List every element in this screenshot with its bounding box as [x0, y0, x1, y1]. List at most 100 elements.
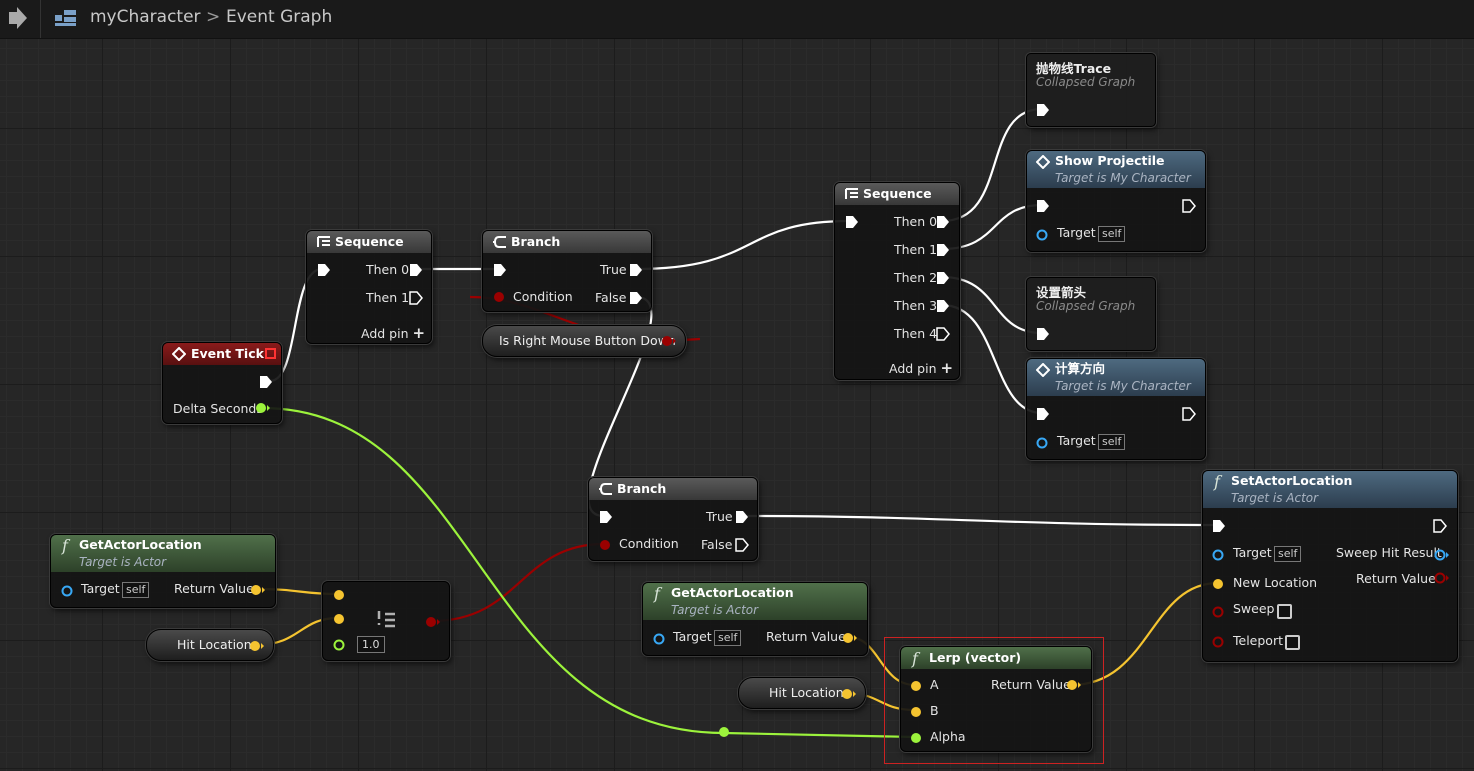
self-default: self [122, 582, 150, 598]
float-input-pin[interactable] [333, 639, 347, 651]
sweep-checkbox[interactable] [1277, 604, 1292, 619]
true-label: True [600, 262, 627, 277]
vector-input-pin[interactable] [910, 680, 924, 692]
get-actor-location-node-1[interactable]: f GetActorLocation Target is Actor Targe… [50, 534, 276, 608]
bool-input-pin[interactable] [1212, 606, 1226, 618]
event-tick-node[interactable]: Event Tick Delta Seconds [162, 342, 282, 424]
vector-input-pin[interactable] [333, 589, 347, 601]
is-right-mouse-button-down-node[interactable]: Is Right Mouse Button Down [482, 325, 686, 357]
variable-label: Hit Location [177, 637, 252, 652]
plus-icon: + [412, 324, 426, 342]
float-input-pin[interactable] [910, 732, 924, 744]
not-equal-vector-node[interactable]: 1.0 [322, 581, 450, 661]
get-actor-location-node-2[interactable]: f GetActorLocation Target is Actor Targe… [642, 582, 868, 656]
target-label: Target [1057, 225, 1096, 240]
exec-output-pin[interactable] [1182, 407, 1196, 421]
lerp-vector-node[interactable]: f Lerp (vector) A Return Value B Alpha [900, 646, 1092, 752]
hit-location-variable-node-1[interactable]: Hit Location [146, 629, 274, 661]
object-input-pin[interactable] [1036, 437, 1050, 449]
exec-input-pin[interactable] [1212, 519, 1226, 533]
bool-wire [431, 542, 605, 623]
branch-node-1[interactable]: Branch True Condition False [482, 230, 652, 312]
node-title: Event Tick [191, 346, 264, 361]
parabola-trace-collapsed-node[interactable]: 抛物线Trace Collapsed Graph [1026, 53, 1156, 127]
vector-input-pin[interactable] [333, 613, 347, 625]
node-title: 设置箭头 [1036, 285, 1087, 300]
back-button[interactable] [0, 0, 41, 38]
self-default: self [1098, 226, 1126, 242]
return-value-label: Return Value [174, 581, 254, 596]
variable-label: Hit Location [769, 685, 844, 700]
exec-output-pin[interactable] [629, 263, 643, 277]
exec-output-pin[interactable] [409, 263, 423, 277]
exec-output-pin[interactable] [936, 327, 950, 341]
object-input-pin[interactable] [1036, 229, 1050, 241]
teleport-checkbox[interactable] [1285, 635, 1300, 650]
graph-name[interactable]: Event Graph [226, 7, 333, 27]
exec-output-pin[interactable] [409, 291, 423, 305]
exec-output-pin[interactable] [936, 271, 950, 285]
float-output-pin[interactable] [255, 402, 271, 414]
node-header: Branch [483, 231, 651, 253]
sequence-node-2[interactable]: Sequence Then 0 Then 1 Then 2 Then 3 The… [834, 182, 960, 380]
bool-input-pin[interactable] [493, 291, 507, 303]
object-input-pin[interactable] [653, 633, 667, 645]
node-subtitle: Target is My Character [1055, 171, 1191, 185]
tolerance-field[interactable]: 1.0 [357, 636, 385, 653]
exec-input-pin[interactable] [1036, 327, 1050, 341]
exec-output-pin[interactable] [629, 291, 643, 305]
vector-input-pin[interactable] [910, 706, 924, 718]
exec-input-pin[interactable] [493, 263, 507, 277]
struct-output-pin[interactable] [1434, 549, 1450, 561]
branch-node-2[interactable]: Branch True Condition False [588, 477, 758, 561]
bool-output-pin[interactable] [661, 335, 677, 347]
add-pin-button[interactable]: Add pin + [889, 359, 953, 377]
exec-output-pin[interactable] [1433, 519, 1447, 533]
then3-label: Then 3 [894, 298, 938, 313]
calc-direction-node[interactable]: 计算方向 Target is My Character Target self [1026, 358, 1206, 460]
sequence-node-1[interactable]: Sequence Then 0 Then 1 Add pin + [306, 230, 432, 344]
vector-output-pin[interactable] [249, 640, 265, 652]
exec-input-pin[interactable] [1036, 407, 1050, 421]
node-header: f GetActorLocation Target is Actor [51, 535, 275, 572]
vector-input-pin[interactable] [1212, 578, 1226, 590]
exec-wire [941, 107, 1043, 223]
exec-output-pin[interactable] [936, 215, 950, 229]
target-label: Target [673, 629, 712, 644]
exec-output-pin[interactable] [735, 510, 749, 524]
vector-output-pin[interactable] [250, 584, 266, 596]
b-label: B [930, 703, 939, 718]
object-input-pin[interactable] [1212, 549, 1226, 561]
exec-input-pin[interactable] [845, 215, 859, 229]
a-label: A [930, 677, 939, 692]
exec-input-pin[interactable] [1036, 103, 1050, 117]
self-default: self [714, 630, 742, 646]
sweep-hit-result-label: Sweep Hit Result [1336, 545, 1442, 560]
exec-input-pin[interactable] [599, 510, 613, 524]
show-projectile-node[interactable]: Show Projectile Target is My Character T… [1026, 150, 1206, 252]
exec-output-pin[interactable] [735, 538, 749, 552]
vector-output-pin[interactable] [842, 632, 858, 644]
set-actor-location-node[interactable]: f SetActorLocation Target is Actor Targe… [1202, 470, 1458, 662]
bool-input-pin[interactable] [1212, 636, 1226, 648]
exec-output-pin[interactable] [936, 299, 950, 313]
object-input-pin[interactable] [61, 585, 75, 597]
set-arrow-collapsed-node[interactable]: 设置箭头 Collapsed Graph [1026, 277, 1156, 351]
arrow-right-icon [9, 7, 27, 29]
exec-input-pin[interactable] [317, 263, 331, 277]
bool-output-pin[interactable] [1434, 572, 1450, 584]
reroute-node[interactable] [719, 727, 729, 737]
blueprint-name[interactable]: myCharacter [90, 7, 201, 27]
add-pin-button[interactable]: Add pin + [361, 324, 425, 342]
node-title: Sequence [863, 186, 932, 201]
delegate-pin-icon[interactable] [265, 348, 277, 360]
vector-output-pin[interactable] [1066, 679, 1082, 691]
bool-output-pin[interactable] [425, 616, 441, 628]
hit-location-variable-node-2[interactable]: Hit Location [738, 677, 866, 709]
exec-output-pin[interactable] [259, 375, 273, 389]
exec-output-pin[interactable] [1182, 199, 1196, 213]
exec-input-pin[interactable] [1036, 199, 1050, 213]
vector-output-pin[interactable] [841, 688, 857, 700]
bool-input-pin[interactable] [599, 539, 613, 551]
exec-output-pin[interactable] [936, 243, 950, 257]
